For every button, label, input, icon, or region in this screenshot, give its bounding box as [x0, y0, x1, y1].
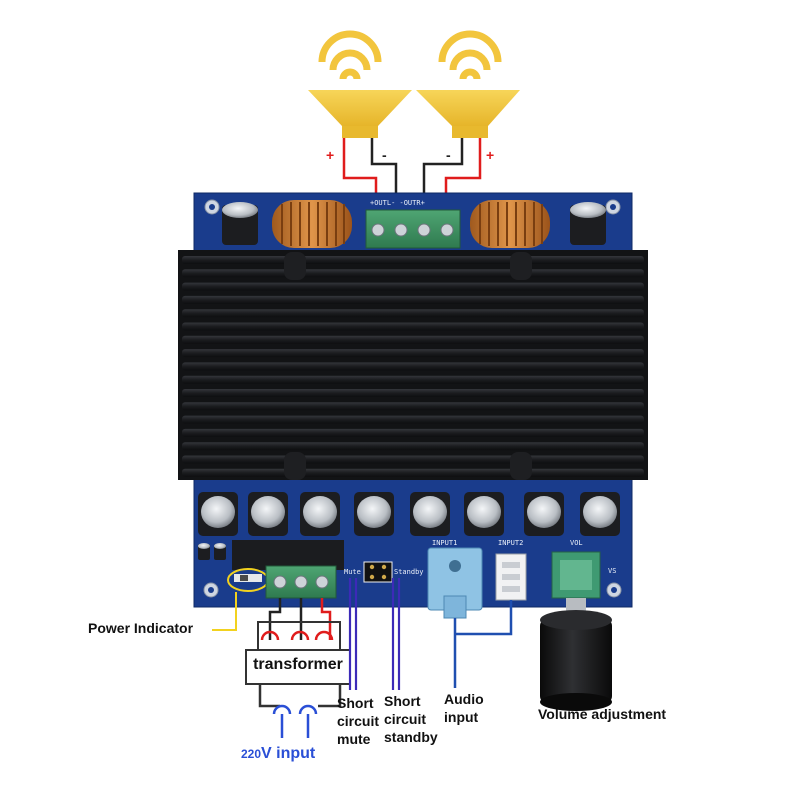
capacitor-top [467, 496, 501, 528]
short-mute-line-1: Short [337, 695, 374, 711]
standby-silk-label: Standby [394, 568, 424, 576]
heatsink-fin [182, 389, 644, 397]
heatsink-fin [182, 402, 644, 411]
capacitor-top [251, 496, 285, 528]
heatsink-fin [182, 442, 644, 451]
heatsink-fin [182, 309, 644, 318]
voltage-input-label: 220V input [241, 745, 315, 763]
speaker-right-icon [416, 30, 520, 138]
vol-silk-label: VOL [570, 539, 583, 547]
heatsink-fin [182, 468, 644, 477]
audio-input-label: Audio input [444, 690, 484, 726]
short-standby-line-2: circuit [384, 711, 427, 727]
voltage-unit-text: V input [261, 745, 316, 762]
volume-knob [540, 610, 612, 711]
top-capacitors [222, 202, 606, 245]
volume-potentiometer [551, 551, 601, 618]
mute-silk-label: Mute [344, 568, 361, 576]
volume-adjustment-label: Volume adjustment [538, 706, 667, 722]
heatsink-fin [182, 295, 644, 304]
audio-input-line-1: Audio [444, 691, 484, 707]
heatsink-fin [182, 375, 644, 384]
mains-wiring [258, 684, 342, 738]
input1-silk-label: INPUT1 [432, 539, 457, 547]
short-standby-line-1: Short [384, 693, 421, 709]
capacitor-top [357, 496, 391, 528]
bottom-capacitors [198, 492, 620, 536]
power-input-terminal [265, 565, 337, 599]
toroid-coils [272, 200, 550, 248]
right-plus-sign: + [486, 147, 494, 163]
short-circuit-mute-label: Short circuit mute [337, 694, 379, 748]
capacitor-top [303, 496, 337, 528]
output-terminal-block [365, 209, 461, 249]
small-capacitors [198, 543, 226, 560]
speaker-left-icon [308, 30, 412, 138]
output-terminal-label: +OUTL- -OUTR+ [370, 199, 425, 207]
heatsink-fin [182, 362, 644, 371]
speaker-wires [342, 138, 482, 205]
short-mute-line-2: circuit [337, 713, 380, 729]
power-indicator-label: Power Indicator [88, 620, 194, 636]
vs-silk-label: VS [608, 567, 616, 575]
short-mute-line-3: mute [337, 731, 371, 747]
jumper-wires [348, 578, 401, 690]
power-indicator-leader [212, 592, 237, 631]
heatsink-fin [182, 269, 644, 278]
capacitor-top [413, 496, 447, 528]
audio-input-wires [453, 600, 513, 688]
audio-input-jack [427, 547, 483, 619]
right-minus-sign: - [446, 147, 451, 163]
heatsink-fin [182, 415, 644, 424]
input2-silk-label: INPUT2 [498, 539, 523, 547]
left-minus-sign: - [382, 147, 387, 163]
transformer-wiring [257, 598, 341, 651]
heatsink-fin [182, 349, 644, 358]
capacitor-top [201, 496, 235, 528]
transformer-box [245, 649, 351, 685]
heatsink-fin [182, 322, 644, 331]
heatsink-fin [182, 256, 644, 264]
left-plus-sign: + [326, 147, 334, 163]
input2-connector [495, 553, 527, 601]
audio-input-line-2: input [444, 709, 479, 725]
jumper-header [363, 561, 393, 583]
transformer-label: transformer [253, 656, 343, 673]
speaker-polarity-signs: + - - + [326, 147, 494, 163]
heatsink-fin [182, 428, 644, 437]
heatsink-fin [182, 282, 644, 291]
heatsink-fin [182, 335, 644, 344]
short-standby-line-3: standby [384, 729, 438, 745]
capacitor-top [527, 496, 561, 528]
heatsink [178, 250, 648, 480]
voltage-number: 220 [241, 747, 262, 761]
short-circuit-standby-label: Short circuit standby [384, 692, 438, 746]
rectifier-bridge [232, 540, 344, 570]
heatsink-fin [182, 455, 644, 464]
capacitor-top [583, 496, 617, 528]
